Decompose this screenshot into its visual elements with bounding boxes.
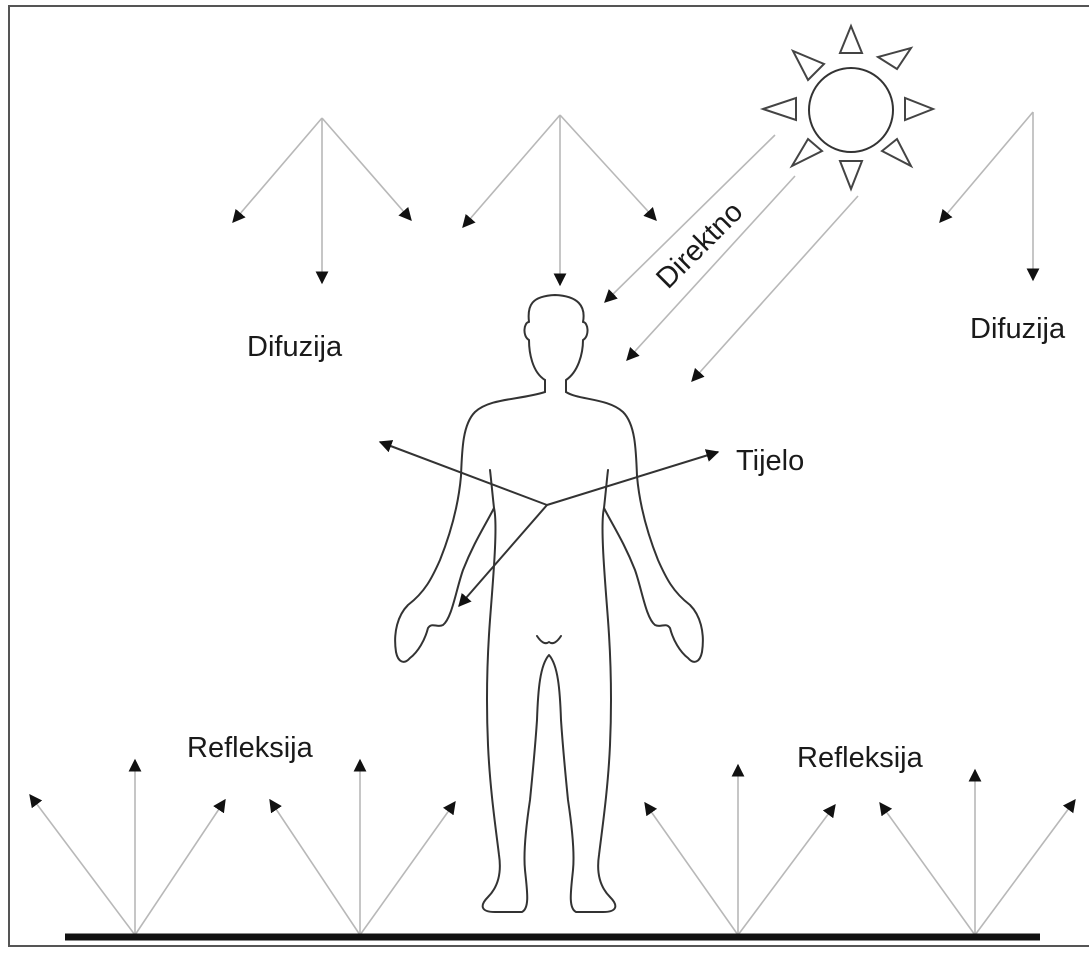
reflection-rays-group-4 <box>880 770 1075 935</box>
reflection-rays-group-3 <box>645 765 835 935</box>
reflection-rays-group-2 <box>270 760 455 935</box>
sun-icon <box>763 26 933 189</box>
label-difuzija-left: Difuzija <box>247 331 343 363</box>
diffuse-rays-right <box>940 112 1033 280</box>
body-emission-arrows <box>380 442 718 606</box>
label-refleksija-right: Refleksija <box>797 742 924 774</box>
diagram-frame <box>9 6 1089 946</box>
reflection-rays-group-1 <box>30 760 225 935</box>
diffuse-rays-left <box>233 118 411 283</box>
label-difuzija-right: Difuzija <box>970 313 1066 345</box>
diffuse-rays-middle <box>463 115 656 285</box>
direct-rays <box>605 135 858 381</box>
label-tijelo: Tijelo <box>736 445 804 477</box>
label-refleksija-left: Refleksija <box>187 732 314 764</box>
